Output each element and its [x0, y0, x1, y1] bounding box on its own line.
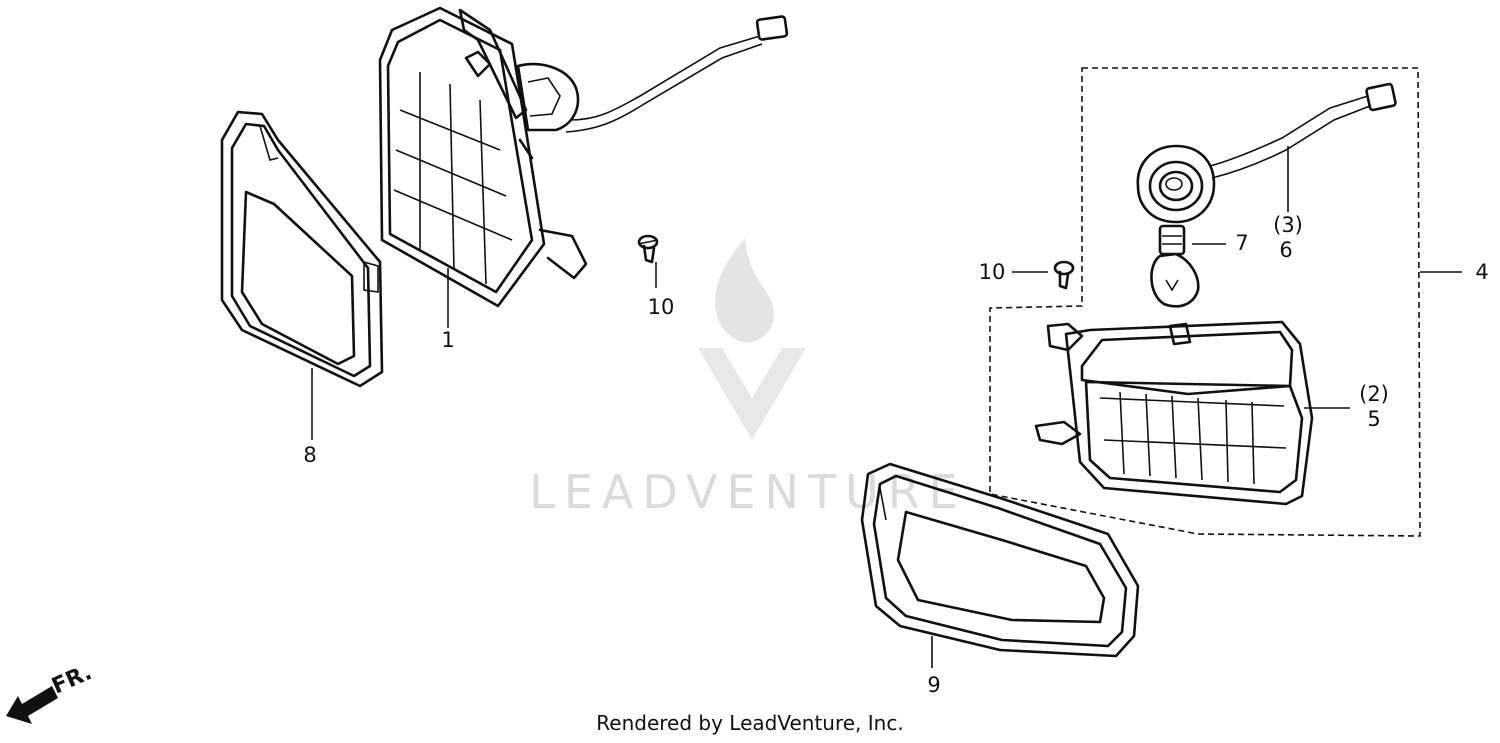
- callout-socket: 6: [1279, 238, 1292, 262]
- direction-arrow-icon: [6, 686, 58, 724]
- callout-screw-right: 10: [979, 260, 1006, 284]
- callout-screw-left: 10: [648, 295, 675, 319]
- socket: [1136, 82, 1397, 224]
- callout-headlight: 1: [441, 328, 454, 352]
- headlight-rim: [220, 110, 384, 388]
- leader-lines: [311, 146, 1462, 668]
- callouts: 1 8 10 9 10 7 (3) 6 4 (2) 5: [303, 213, 1488, 697]
- callout-socket-ref: (3): [1273, 213, 1303, 237]
- render-credit: Rendered by LeadVenture, Inc.: [596, 711, 904, 735]
- screw-left: [637, 234, 659, 264]
- callout-front-lens-ref: (2): [1359, 382, 1389, 406]
- callout-front-light-rim: 9: [927, 673, 940, 697]
- direction-label: FR.: [48, 660, 95, 699]
- bulb: [1150, 224, 1200, 308]
- watermark-logo: LEADVENTURE: [529, 238, 967, 519]
- callout-front-lens: 5: [1367, 407, 1380, 431]
- headlight: [378, 6, 789, 308]
- screw-right: [1053, 260, 1075, 290]
- front-light-rim: [860, 462, 1140, 658]
- callout-bulb: 7: [1235, 231, 1248, 255]
- watermark-text: LEADVENTURE: [529, 465, 967, 519]
- assembly-bracket: [989, 67, 1421, 537]
- front-lens: [1034, 320, 1314, 506]
- callout-headlight-rim: 8: [303, 443, 316, 467]
- callout-front-combo-assy: 4: [1475, 260, 1488, 284]
